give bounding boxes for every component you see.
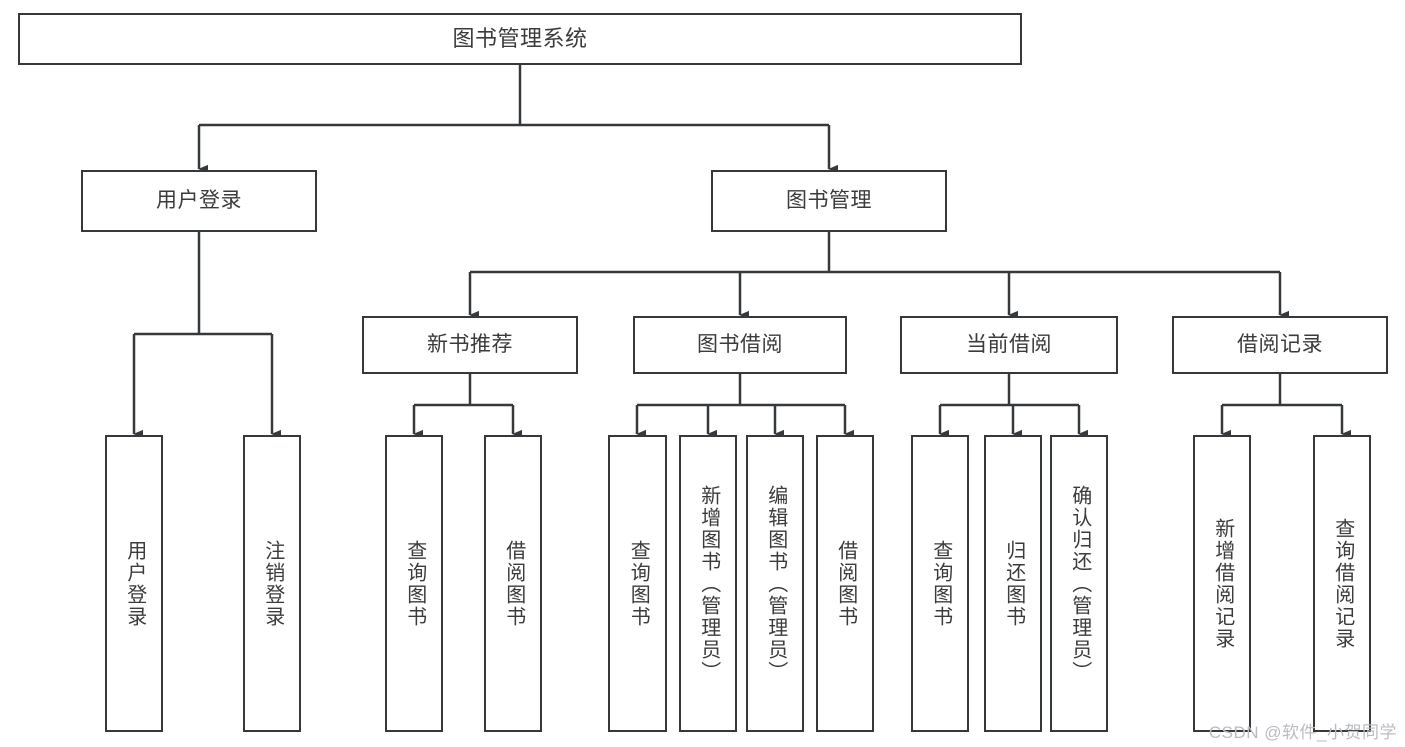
node-root-图书管理系统[interactable]: 图书管理系统 <box>18 13 1022 65</box>
node-leaf-edit-book[interactable]: 编辑图书（管理员） <box>746 435 804 732</box>
node-leaf-query-book-recommend-label: 查询图书 <box>403 539 426 628</box>
node-leaf-add-record-label: 新增借阅记录 <box>1211 517 1234 650</box>
node-leaf-return-book[interactable]: 归还图书 <box>984 435 1042 732</box>
node-leaf-borrow-book[interactable]: 借阅图书 <box>816 435 874 732</box>
node-leaf-query-book-current[interactable]: 查询图书 <box>911 435 969 732</box>
watermark: CSDN @软件_小贺同学 <box>1208 723 1397 742</box>
node-leaf-confirm-return[interactable]: 确认归还（管理员） <box>1050 435 1108 732</box>
node-leaf-confirm-return-label: 确认归还（管理员） <box>1068 484 1091 683</box>
node-current-borrow-label: 当前借阅 <box>966 332 1052 356</box>
node-book-manage[interactable]: 图书管理 <box>711 170 947 232</box>
node-leaf-query-record[interactable]: 查询借阅记录 <box>1313 435 1371 732</box>
node-leaf-user-login-label: 用户登录 <box>123 539 146 628</box>
node-leaf-query-book-current-label: 查询图书 <box>929 539 952 628</box>
connector-group <box>132 65 1352 439</box>
node-leaf-borrow-book-recommend-label: 借阅图书 <box>502 539 525 628</box>
node-leaf-add-record[interactable]: 新增借阅记录 <box>1193 435 1251 732</box>
node-leaf-add-book[interactable]: 新增图书（管理员） <box>679 435 737 732</box>
node-book-manage-label: 图书管理 <box>786 188 872 212</box>
node-leaf-query-book-borrow-label: 查询图书 <box>627 539 650 628</box>
node-leaf-edit-book-label: 编辑图书（管理员） <box>764 484 787 683</box>
node-book-borrow-label: 图书借阅 <box>697 332 783 356</box>
node-leaf-borrow-book-label: 借阅图书 <box>834 539 857 628</box>
node-user-login-label: 用户登录 <box>156 188 242 212</box>
node-leaf-logout[interactable]: 注销登录 <box>243 435 301 732</box>
node-leaf-query-book-recommend[interactable]: 查询图书 <box>385 435 443 732</box>
node-leaf-add-book-label: 新增图书（管理员） <box>697 484 720 683</box>
node-borrow-record[interactable]: 借阅记录 <box>1172 316 1388 374</box>
node-book-borrow[interactable]: 图书借阅 <box>633 316 847 374</box>
node-new-book-recommend-label: 新书推荐 <box>427 332 513 356</box>
node-root-图书管理系统-label: 图书管理系统 <box>452 26 588 52</box>
node-leaf-borrow-book-recommend[interactable]: 借阅图书 <box>484 435 542 732</box>
node-leaf-query-book-borrow[interactable]: 查询图书 <box>608 435 667 732</box>
node-leaf-return-book-label: 归还图书 <box>1002 539 1025 628</box>
node-leaf-user-login[interactable]: 用户登录 <box>105 435 163 732</box>
node-new-book-recommend[interactable]: 新书推荐 <box>362 316 578 374</box>
node-borrow-record-label: 借阅记录 <box>1237 332 1323 356</box>
node-leaf-query-record-label: 查询借阅记录 <box>1331 517 1354 650</box>
node-current-borrow[interactable]: 当前借阅 <box>900 316 1118 374</box>
node-leaf-logout-label: 注销登录 <box>261 539 284 628</box>
node-user-login[interactable]: 用户登录 <box>81 170 317 232</box>
